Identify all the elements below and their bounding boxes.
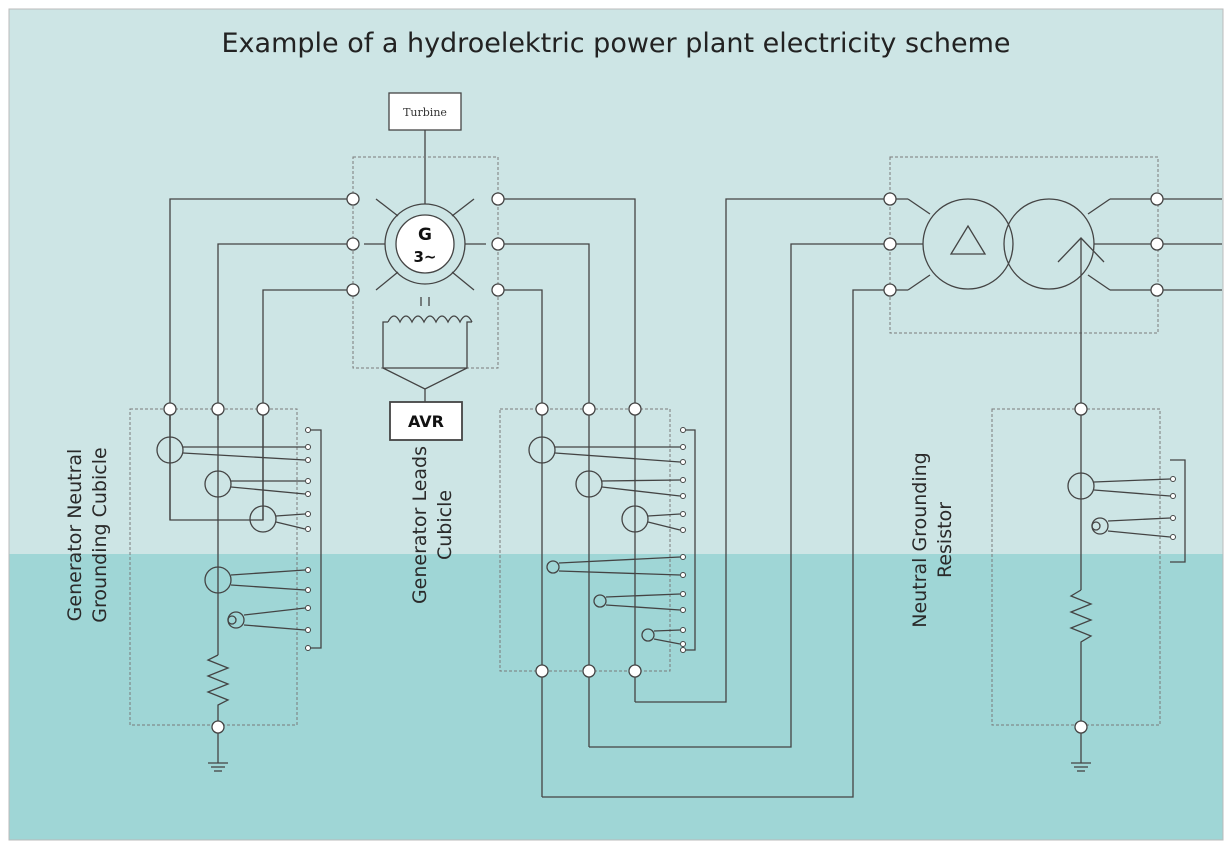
terminal-node <box>256 402 270 416</box>
terminal-dot <box>305 645 311 651</box>
terminal-node <box>346 283 360 297</box>
ct-mid-5 <box>593 594 607 608</box>
terminal-node <box>491 283 505 297</box>
terminal-dot <box>680 627 686 633</box>
terminal-dot <box>1170 515 1176 521</box>
leads-cubicle-label: Generator Leads Cubicle <box>408 435 458 615</box>
terminal-dot <box>305 511 311 517</box>
terminal-dot <box>305 491 311 497</box>
neutral-grounding-cubicle-label-line1: Generator Neutral <box>64 448 86 622</box>
ct-right-1 <box>1067 472 1095 500</box>
terminal-dot <box>1170 493 1176 499</box>
neutral-grounding-resistor-label-line1: Neutral Grounding <box>909 452 931 628</box>
terminal-dot <box>680 641 686 647</box>
terminal-node <box>346 237 360 251</box>
terminal-dot <box>305 457 311 463</box>
terminal-dot <box>680 477 686 483</box>
frame <box>8 8 1224 841</box>
terminal-dot <box>680 459 686 465</box>
generator-label-g: G <box>418 225 432 245</box>
ct-mid-6 <box>641 628 655 642</box>
neutral-grounding-cubicle-label: Generator Neutral Grounding Cubicle <box>63 430 113 640</box>
terminal-node <box>883 192 897 206</box>
ct-mid-4 <box>546 560 560 574</box>
terminal-dot <box>305 627 311 633</box>
avr-box <box>389 401 463 441</box>
terminal-dot <box>680 591 686 597</box>
terminal-node <box>582 402 596 416</box>
background-bottom <box>9 554 1223 840</box>
terminal-dot <box>680 607 686 613</box>
terminal-node <box>163 402 177 416</box>
neutral-grounding-resistor-label: Neutral Grounding Resistor <box>908 450 958 630</box>
terminal-node <box>883 283 897 297</box>
terminal-node <box>535 664 549 678</box>
terminal-node <box>535 402 549 416</box>
terminal-dot <box>680 572 686 578</box>
terminal-dot <box>680 554 686 560</box>
terminal-node <box>582 664 596 678</box>
generator-dashed-box <box>352 156 499 369</box>
terminal-node <box>1074 720 1088 734</box>
terminal-node <box>628 402 642 416</box>
terminal-dot <box>680 527 686 533</box>
turbine-label: Turbine <box>403 106 447 119</box>
excitation-winding <box>387 315 473 324</box>
generator-inner-circle <box>395 214 455 274</box>
terminal-dot <box>1170 476 1176 482</box>
terminal-node <box>211 402 225 416</box>
terminal-node <box>628 664 642 678</box>
neutral-grounding-cubicle-label-line2: Grounding Cubicle <box>89 447 111 623</box>
terminal-dot <box>680 647 686 653</box>
ct-left-1 <box>156 436 184 464</box>
terminal-dot <box>680 511 686 517</box>
terminal-dot <box>680 493 686 499</box>
terminal-node <box>491 237 505 251</box>
terminal-node <box>1150 237 1164 251</box>
neutral-grounding-resistor-label-line2: Resistor <box>934 502 956 578</box>
turbine-box <box>388 92 462 131</box>
terminal-node <box>1150 283 1164 297</box>
terminal-dot <box>305 427 311 433</box>
ct-mid-1 <box>528 436 556 464</box>
terminal-dot <box>305 478 311 484</box>
terminal-dot <box>305 605 311 611</box>
ct-left-4 <box>204 566 232 594</box>
terminal-node <box>1150 192 1164 206</box>
terminal-dot <box>305 444 311 450</box>
terminal-node <box>211 720 225 734</box>
diagram-title: Example of a hydroelektric power plant e… <box>221 28 1011 59</box>
ct-mid-3 <box>621 505 649 533</box>
terminal-node <box>491 192 505 206</box>
terminal-dot <box>680 427 686 433</box>
terminal-node <box>1074 402 1088 416</box>
terminal-node <box>883 237 897 251</box>
leads-cubicle-label-line1: Generator Leads <box>409 445 431 605</box>
ct-left-3 <box>249 505 277 533</box>
ct-mid-2 <box>575 470 603 498</box>
avr-label: AVR <box>408 412 444 431</box>
background-top <box>9 9 1223 554</box>
terminal-dot <box>305 526 311 532</box>
ct-left-2 <box>204 470 232 498</box>
terminal-dot <box>680 444 686 450</box>
delta-symbol <box>949 224 987 255</box>
terminal-dot <box>1170 534 1176 540</box>
leads-cubicle-label-line2: Cubicle <box>434 489 456 561</box>
terminal-dot <box>305 567 311 573</box>
terminal-dot <box>305 587 311 593</box>
terminal-node <box>346 192 360 206</box>
generator-label-phase: 3~ <box>413 248 436 266</box>
